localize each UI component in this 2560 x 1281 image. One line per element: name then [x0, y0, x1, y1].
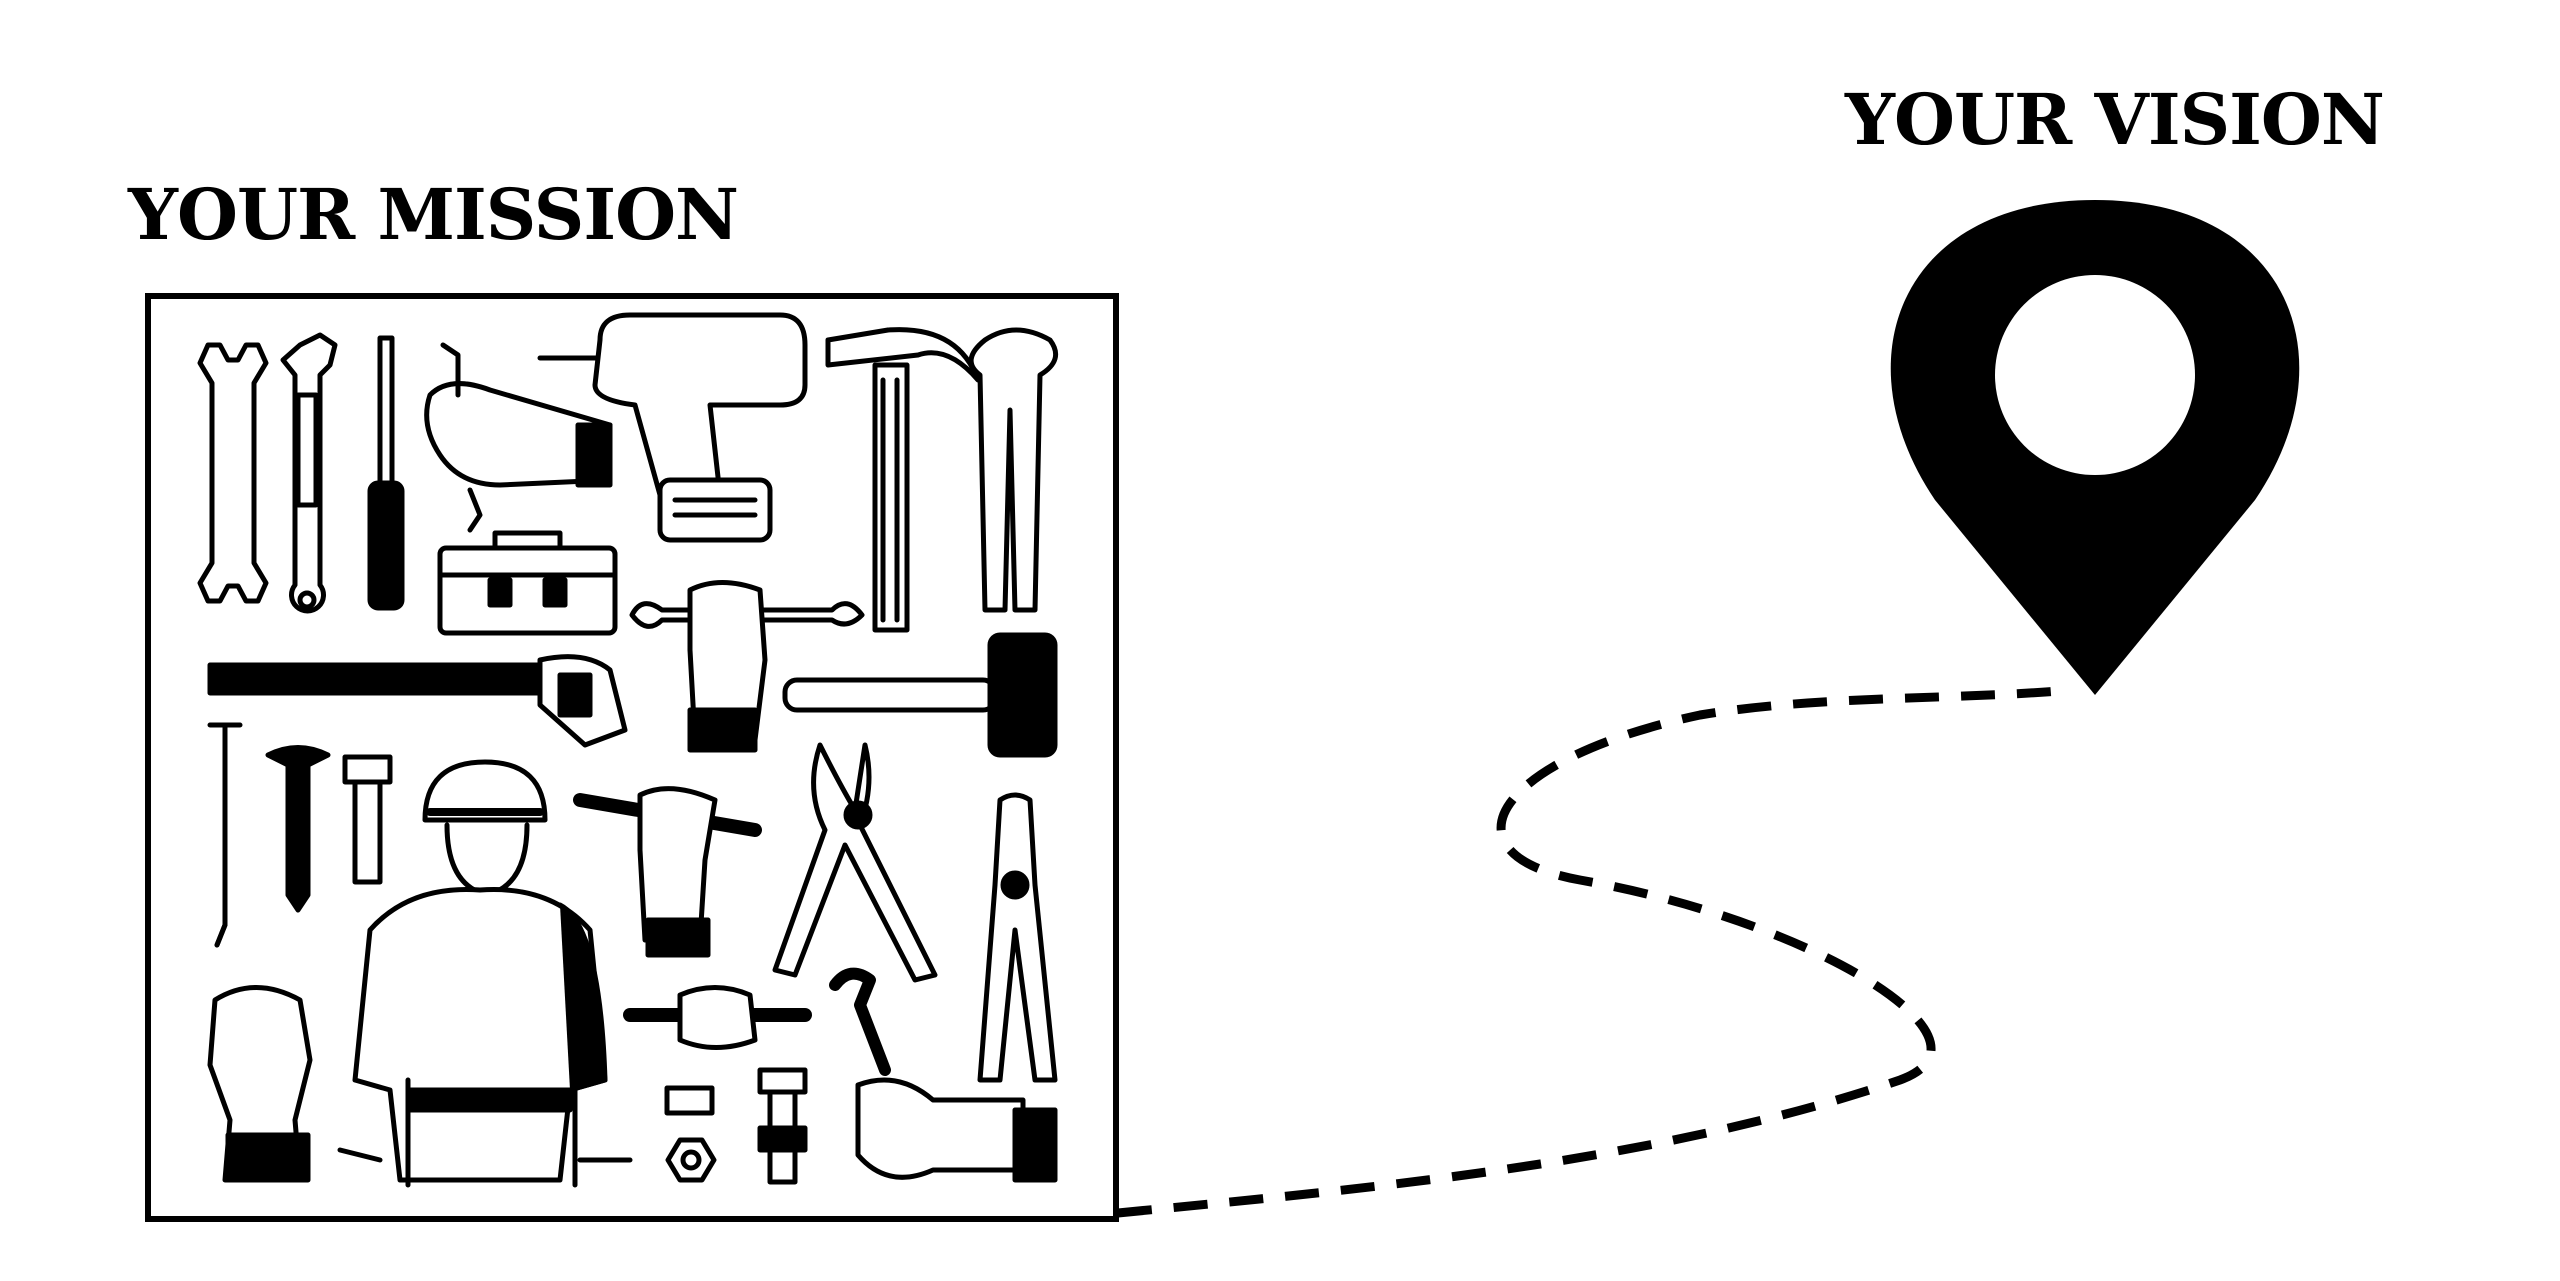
fist-wrench-icon: [629, 580, 865, 753]
mallet-icon: [782, 632, 1058, 758]
hand-wrench-icon: [424, 342, 613, 533]
screw-icon: [265, 745, 331, 913]
vision-title: YOUR VISION: [1845, 78, 2385, 161]
fist-icon: [207, 985, 313, 1183]
bolt-icon: [342, 754, 393, 885]
worker-icon: [337, 759, 633, 1188]
combination-pliers-icon: [977, 792, 1058, 1083]
adjustable-wrench-icon: [280, 332, 338, 614]
saw-icon: [207, 654, 628, 748]
bolt-nut-icon: [757, 1067, 808, 1185]
fist-adjustable-wrench-icon: [573, 786, 762, 958]
hand-spanner-icon: [623, 985, 812, 1050]
screwdriver-icon: [367, 335, 405, 611]
location-pin-icon: [1890, 200, 2300, 695]
drill-icon: [537, 312, 808, 543]
hammer-icon: [825, 327, 981, 633]
wrench-icon: [197, 342, 269, 604]
nail-icon: [207, 722, 243, 948]
dashed-route-path: [1117, 685, 2071, 1218]
nut-icon: [664, 1085, 717, 1183]
tools-collage: [197, 312, 1059, 1188]
pincers-icon: [968, 327, 1059, 613]
mission-title: YOUR MISSION: [128, 173, 739, 256]
hand-adjustable-wrench-icon: [829, 967, 1058, 1183]
pliers-icon: [772, 742, 938, 983]
toolbox-icon: [437, 530, 618, 636]
